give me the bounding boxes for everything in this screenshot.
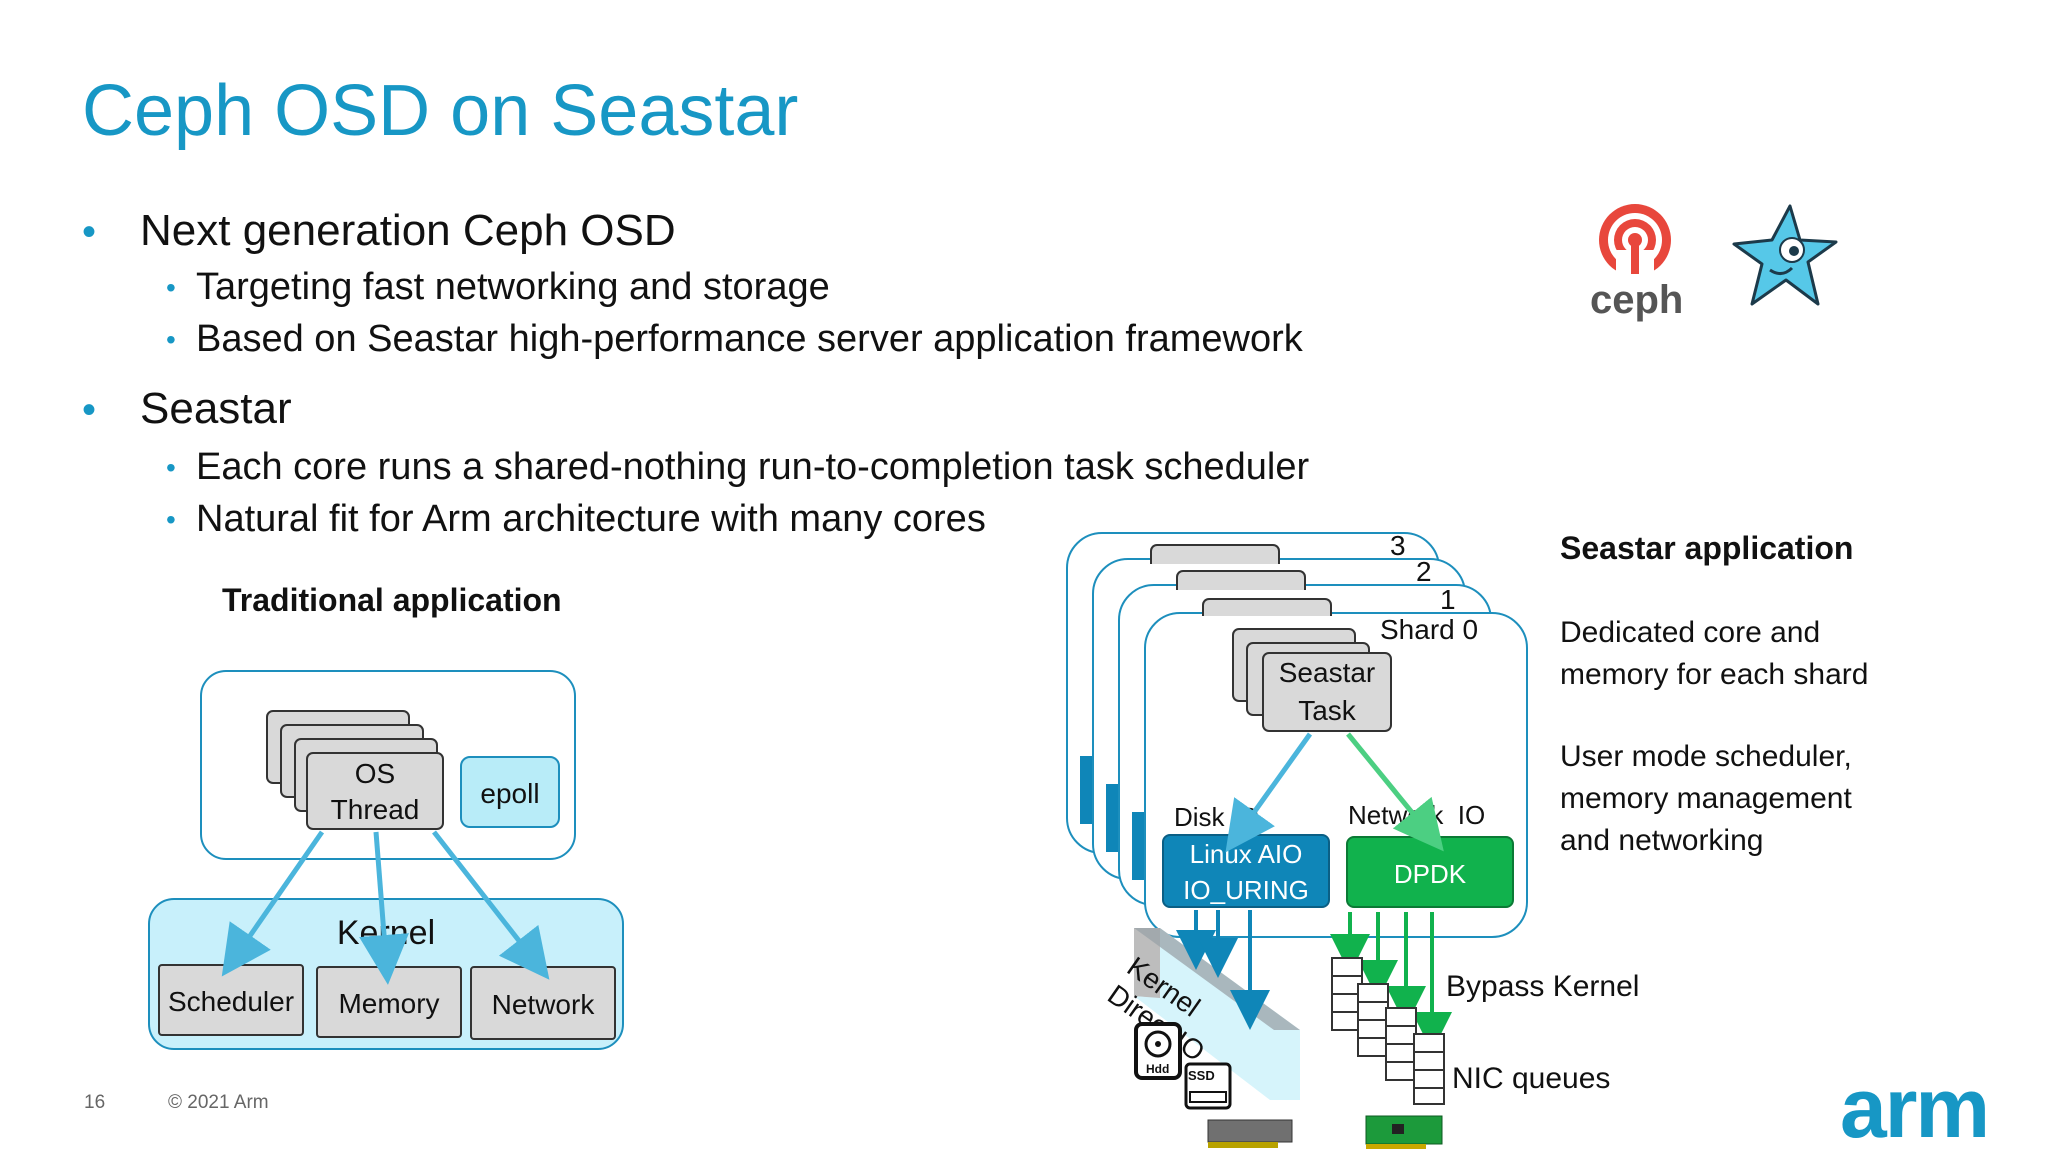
seastar-task-line1: Seastar	[1278, 657, 1376, 688]
ssd-icon	[1184, 1062, 1232, 1110]
os-thread-label-line2: Thread	[330, 794, 420, 825]
dpdk-box: DPDK	[1346, 836, 1514, 908]
bypass-kernel-label: Bypass Kernel	[1446, 970, 1640, 1003]
traditional-heading: Traditional application	[222, 582, 562, 618]
nic-card-icon	[1365, 1115, 1443, 1149]
seastar-side-para2: User mode scheduler, memory management a…	[1560, 740, 1852, 857]
epoll-label: epoll	[480, 778, 540, 809]
nvme-card-icon	[1207, 1119, 1293, 1148]
shard-edge	[1132, 812, 1144, 880]
bullet-2: Seastar	[140, 384, 292, 433]
bullet-dot: •	[82, 210, 97, 254]
nic-queues-icon	[1331, 957, 1445, 1105]
seastar-side-para1: Dedicated core and memory for each shard	[1560, 616, 1869, 691]
bullet-2-sub-1: Each core runs a shared-nothing run-to-c…	[196, 446, 1310, 488]
task-edge	[1202, 598, 1332, 616]
sub-bullet-dot: •	[166, 504, 176, 535]
nic-queues-label: NIC queues	[1452, 1062, 1611, 1095]
sub-bullet-dot: •	[166, 324, 176, 355]
sub-bullet-dot: •	[166, 452, 176, 483]
shard-edge	[1080, 756, 1092, 824]
ceph-logo-text: ceph	[1590, 278, 1684, 322]
kernel-memory: Memory	[316, 966, 462, 1038]
copyright: © 2021 Arm	[168, 1092, 269, 1113]
hdd-icon	[1134, 1022, 1182, 1080]
bullet-1-sub-1: Targeting fast networking and storage	[196, 266, 830, 308]
arm-logo: arm	[1840, 1061, 1990, 1155]
shard-1-label: 1	[1440, 584, 1456, 615]
os-thread-label-line1: OS	[354, 758, 396, 789]
slide-title: Ceph OSD on Seastar	[82, 71, 799, 151]
arrow-to-scheduler	[221, 830, 325, 977]
ceph-logo-icon	[1599, 204, 1671, 280]
os-thread-box: OS Thread	[306, 752, 444, 830]
arrow-task-to-disk	[1225, 732, 1313, 853]
seastar-task-line2: Task	[1298, 695, 1356, 726]
bullet-1: Next generation Ceph OSD	[140, 206, 676, 255]
task-edge	[1176, 570, 1306, 590]
seastar-logo-icon	[1732, 204, 1838, 306]
dpdk-label: DPDK	[1393, 859, 1467, 889]
bullet-2-sub-2: Natural fit for Arm architecture with ma…	[196, 498, 986, 540]
shard-0-label: Shard 0	[1380, 614, 1479, 645]
kernel-network: Network	[470, 966, 616, 1040]
sub-bullet-dot: •	[166, 272, 176, 303]
bullet-dot: •	[82, 388, 97, 432]
linux-aio-line2: IO_URING	[1183, 875, 1309, 905]
hdd-label: Hdd	[1146, 1062, 1170, 1076]
page-number: 16	[84, 1092, 106, 1113]
ssd-label: SSD	[1188, 1068, 1215, 1083]
shard-2-label: 2	[1416, 556, 1432, 587]
arrow-to-network	[432, 830, 550, 980]
arrow-task-to-network	[1346, 732, 1444, 852]
arrow-to-memory	[359, 831, 409, 985]
bullet-1-sub-2: Based on Seastar high-performance server…	[196, 318, 1303, 360]
seastar-side-heading: Seastar application	[1560, 530, 1854, 566]
shard-3-label: 3	[1390, 530, 1406, 561]
epoll-box: epoll	[460, 756, 560, 828]
task-edge	[1150, 544, 1280, 564]
seastar-task-box: Seastar Task	[1262, 652, 1392, 732]
shard-edge	[1106, 784, 1118, 852]
